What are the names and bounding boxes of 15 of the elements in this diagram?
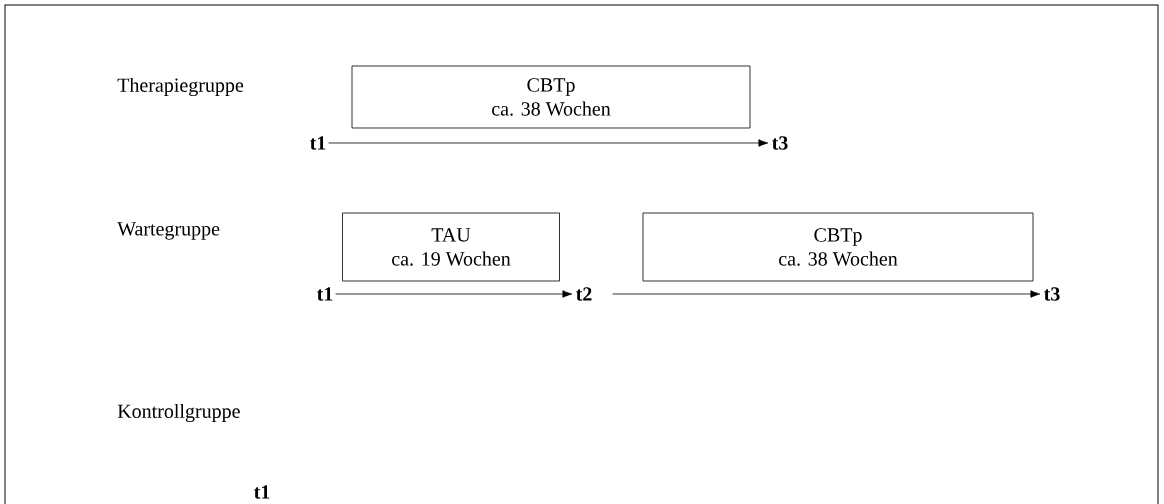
process-box: CBTp ca. 38 Wochen bbox=[351, 65, 751, 129]
group-label: Kontrollgruppe bbox=[117, 403, 240, 423]
group-label: Wartegruppe bbox=[117, 222, 220, 240]
time-point: t1 bbox=[310, 136, 326, 150]
time-point: t3 bbox=[1044, 287, 1060, 301]
time-point: t1 bbox=[317, 287, 333, 301]
time-point: t3 bbox=[772, 136, 788, 150]
arrow bbox=[328, 139, 769, 147]
arrow bbox=[335, 290, 573, 298]
process-box: TAU ca. 19 Wochen bbox=[342, 212, 560, 282]
arrow bbox=[612, 290, 1041, 298]
group-label: Therapiegruppe bbox=[117, 77, 244, 97]
process-box: CBTp ca. 38 Wochen bbox=[642, 212, 1034, 282]
time-point: t2 bbox=[576, 287, 592, 301]
time-label: t1 bbox=[254, 485, 270, 499]
